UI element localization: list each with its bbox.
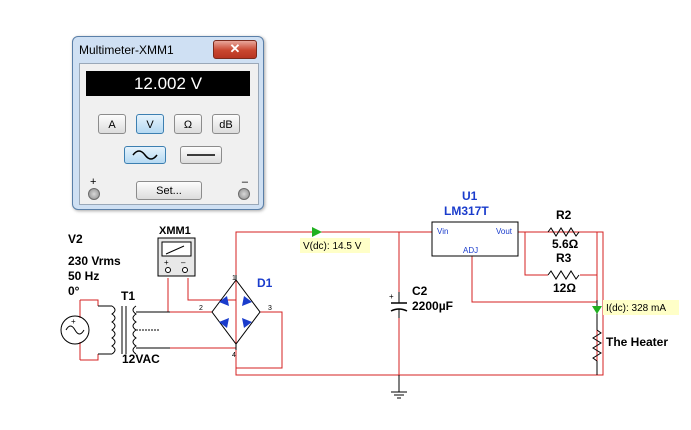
source-voltage: 230 Vrms xyxy=(68,254,121,268)
diode-pin-2: 2 xyxy=(199,305,203,312)
ac-mode-button[interactable] xyxy=(124,146,166,164)
regulator-adj: ADJ xyxy=(463,246,478,255)
resistor-r3-symbol xyxy=(547,270,580,280)
capacitor-value: 2200µF xyxy=(412,299,453,313)
capacitor-plus: + xyxy=(389,292,394,301)
transformer-symbol xyxy=(98,305,170,355)
svg-text:–: – xyxy=(181,258,186,267)
meter-ref: XMM1 xyxy=(159,225,191,237)
source-frequency: 50 Hz xyxy=(68,269,99,283)
sine-wave-icon xyxy=(132,150,158,160)
regulator-vout: Vout xyxy=(496,227,513,236)
close-button[interactable]: ✕ xyxy=(213,40,257,59)
regulator-part: LM317T xyxy=(444,204,489,218)
current-probe-arrow[interactable] xyxy=(592,306,602,314)
plus-terminal[interactable] xyxy=(88,188,100,200)
bridge-rectifier-symbol xyxy=(211,275,261,350)
heater-name: The Heater xyxy=(606,335,668,349)
regulator-box[interactable] xyxy=(431,221,519,257)
multimeter-titlebar[interactable]: Multimeter-XMM1 ✕ xyxy=(73,37,263,63)
ammeter-mode-button[interactable]: A xyxy=(98,114,126,134)
ohmmeter-mode-button[interactable]: Ω xyxy=(174,114,202,134)
voltage-probe-label: V(dc): 14.5 V xyxy=(303,241,362,252)
r3-name: R3 xyxy=(556,251,572,265)
diode-pin-4: 4 xyxy=(232,352,236,359)
capacitor-symbol xyxy=(390,292,408,318)
current-probe-label: I(dc): 328 mA xyxy=(606,303,666,314)
regulator-name: U1 xyxy=(462,189,478,203)
transformer-rating: 12VAC xyxy=(122,352,160,366)
dc-mode-button[interactable] xyxy=(180,146,222,164)
decibel-mode-button[interactable]: dB xyxy=(212,114,240,134)
ground-symbol xyxy=(391,375,407,399)
minus-terminal[interactable] xyxy=(238,188,250,200)
set-button[interactable]: Set... xyxy=(136,181,202,200)
heater-resistor-symbol xyxy=(592,300,602,375)
multimeter-window[interactable]: Multimeter-XMM1 ✕ 12.002 V A V Ω dB + – xyxy=(72,36,264,210)
multimeter-title: Multimeter-XMM1 xyxy=(79,43,174,57)
r2-name: R2 xyxy=(556,208,572,222)
svg-text:+: + xyxy=(164,258,169,267)
multimeter-body: 12.002 V A V Ω dB + – Set... xyxy=(79,63,259,205)
voltage-probe-box xyxy=(300,238,370,253)
multimeter-display: 12.002 V xyxy=(86,71,250,96)
diode-pin-1: 1 xyxy=(232,275,236,282)
voltage-probe-arrow[interactable] xyxy=(312,227,322,237)
diode-pin-3: 3 xyxy=(268,305,272,312)
ac-source-symbol xyxy=(60,315,90,345)
dc-line-icon xyxy=(187,154,215,156)
minus-terminal-label: – xyxy=(241,176,248,188)
measurement-mode-group: A V Ω dB xyxy=(98,114,240,138)
capacitor-name: C2 xyxy=(412,284,428,298)
current-probe-box xyxy=(603,300,679,315)
source-phase: 0° xyxy=(68,284,80,298)
coupling-group xyxy=(124,146,222,170)
plus-terminal-label: + xyxy=(90,176,97,188)
source-name: V2 xyxy=(68,232,83,246)
resistor-r2-symbol xyxy=(547,227,580,237)
meter-icon[interactable]: + – xyxy=(157,237,196,277)
r3-value: 12Ω xyxy=(553,281,576,295)
transformer-name: T1 xyxy=(121,289,135,303)
diode-name: D1 xyxy=(257,276,273,290)
regulator-vin: Vin xyxy=(437,227,448,236)
source-plus: + xyxy=(71,317,76,326)
r2-value: 5.6Ω xyxy=(552,237,579,251)
voltmeter-mode-button[interactable]: V xyxy=(136,114,164,134)
